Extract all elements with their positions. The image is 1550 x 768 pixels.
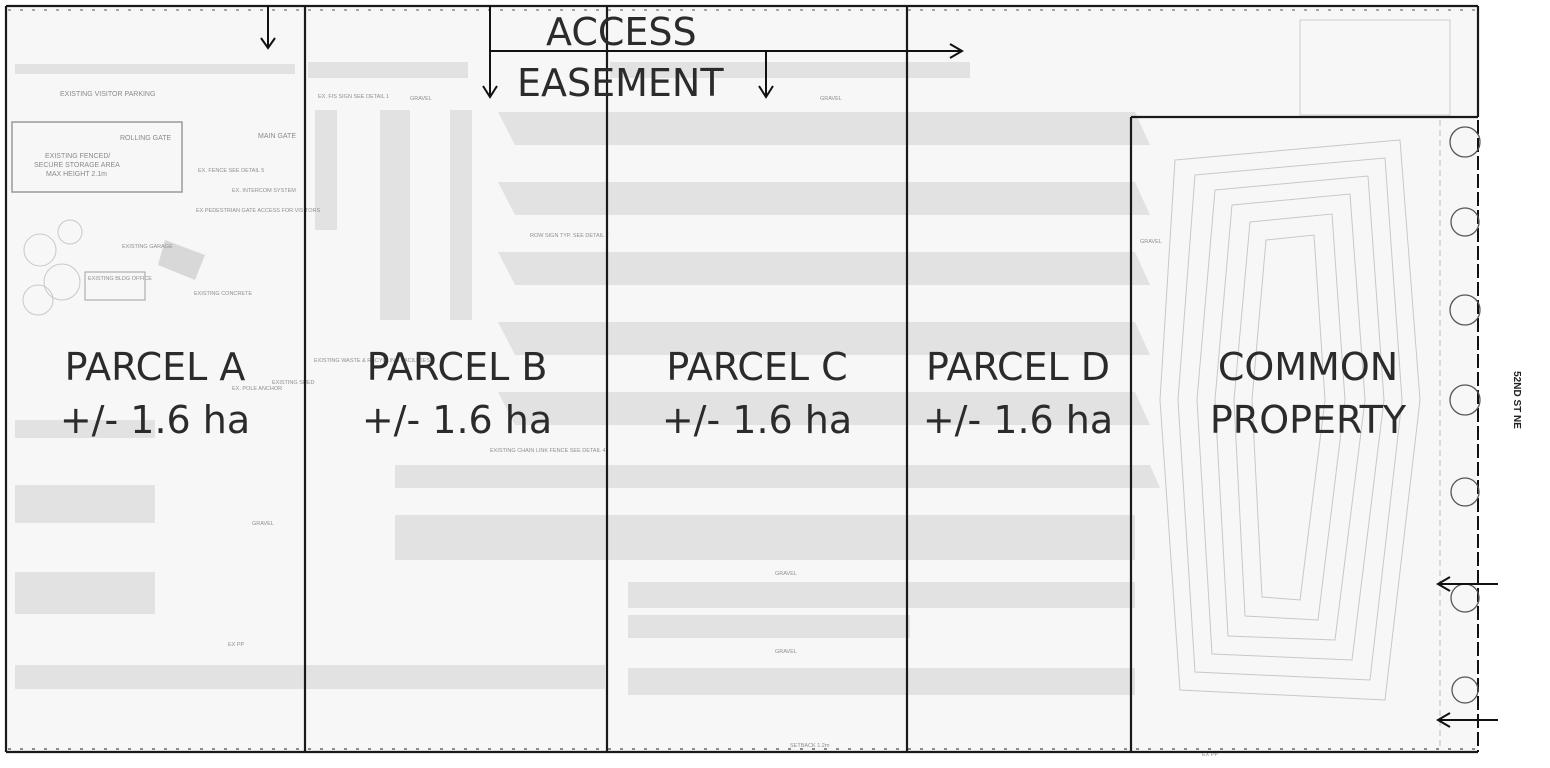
parcel-d-name: PARCEL D — [926, 345, 1110, 389]
parcel-c-area: +/- 1.6 ha — [662, 398, 852, 442]
note-gravel-1: GRAVEL — [410, 96, 432, 102]
underlying-plan — [8, 9, 1481, 752]
parcel-d-area: +/- 1.6 ha — [923, 398, 1113, 442]
parcel-a-name: PARCEL A — [65, 345, 246, 389]
note-gravel-4: GRAVEL — [252, 521, 274, 527]
note-gravel-3: GRAVEL — [1140, 239, 1162, 245]
note-waste: EXISTING WASTE & RECYCLING FACILITIES — [314, 358, 430, 364]
note-ex-pp-1: EX PP — [228, 642, 245, 648]
common-property-line1: COMMON — [1218, 345, 1398, 389]
note-ex-fence: EX. FENCE SEE DETAIL 5 — [198, 168, 264, 174]
parcel-b-area: +/- 1.6 ha — [362, 398, 552, 442]
note-storage-3: MAX HEIGHT 2.1m — [46, 171, 107, 178]
note-rolling-gate: ROLLING GATE — [120, 135, 172, 142]
note-row-sign: ROW SIGN TYP. SEE DETAIL 2 — [530, 233, 609, 239]
plan-notes: EXISTING VISITOR PARKING EXISTING FENCED… — [34, 91, 1219, 758]
common-property-line2: PROPERTY — [1210, 398, 1407, 442]
note-intercom: EX. INTERCOM SYSTEM — [232, 188, 296, 194]
note-shed: EXISTING SHED — [272, 380, 315, 386]
street-name: 52ND ST NE — [1511, 371, 1522, 429]
note-storage-2: SECURE STORAGE AREA — [34, 162, 120, 169]
note-setback: SETBACK 1.2m — [790, 743, 830, 749]
note-chain-fence: EXISTING CHAIN LINK FENCE SEE DETAIL 4 — [490, 448, 606, 454]
note-main-gate: MAIN GATE — [258, 133, 296, 140]
note-fis-sign: EX. FIS SIGN SEE DETAIL 1 — [318, 94, 389, 100]
note-pole: EX. POLE ANCHOR — [232, 386, 282, 392]
note-storage-1: EXISTING FENCED/ — [45, 153, 110, 160]
access-easement-line2: EASEMENT — [517, 61, 724, 105]
note-gravel-2: GRAVEL — [820, 96, 842, 102]
note-visitor-parking: EXISTING VISITOR PARKING — [60, 91, 155, 98]
note-ped-gate: EX PEDESTRIAN GATE ACCESS FOR VISITORS — [196, 208, 321, 214]
note-ex-pp-2: EX PP — [1202, 752, 1219, 758]
access-easement-arrows — [260, 6, 1498, 728]
parcel-b-name: PARCEL B — [367, 345, 548, 389]
note-office: EXISTING BLDG OFFICE — [88, 276, 152, 282]
parcel-boundaries — [4, 4, 1480, 754]
note-gravel-6: GRAVEL — [775, 649, 797, 655]
note-garage: EXISTING GARAGE — [122, 244, 173, 250]
note-gravel-5: GRAVEL — [775, 571, 797, 577]
parcel-a-area: +/- 1.6 ha — [60, 398, 250, 442]
note-concrete: EXISTING CONCRETE — [194, 291, 252, 297]
parcel-c-name: PARCEL C — [666, 345, 847, 389]
access-easement-line1: ACCESS — [546, 10, 697, 54]
